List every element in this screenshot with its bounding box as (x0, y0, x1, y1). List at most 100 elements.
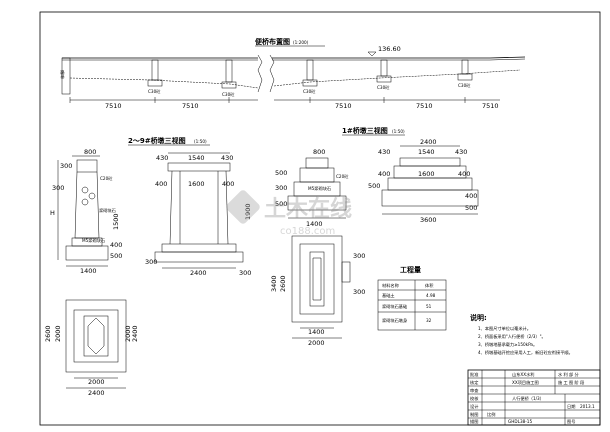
dim-label: 400 (222, 180, 234, 188)
pier-1: C30砼 (147, 59, 163, 94)
pier-label: C30砼 (222, 91, 235, 97)
dim-label: 300 (145, 258, 157, 266)
watermark-url: co188.com (280, 226, 335, 237)
dim-label: 400 (458, 170, 470, 178)
notes-title: 说明: (470, 313, 487, 322)
table-header: 体积 (425, 282, 433, 289)
dim-label: 400 (155, 180, 167, 188)
pier-2: C30砼 (221, 59, 237, 97)
notes: 说明: 1、本图尺寸单位以毫米计。 2、桥面板采用"人行便桥（2/3）"。 3、… (470, 313, 573, 356)
dim-label: 430 (156, 154, 168, 162)
dim-label: 2000 (88, 378, 105, 386)
dim-label: 3400 (270, 275, 278, 292)
project-name: 山东XX水利 (512, 371, 535, 378)
dim-label: 1540 (418, 148, 435, 156)
span-dim: 7510 (482, 102, 499, 110)
span-dim: 7510 (182, 102, 199, 110)
title-row-label: 设计 (470, 403, 478, 410)
pier-1-side-view: 800 C20砼 M5浆砌块石 1400 500 300 500 (275, 148, 349, 228)
dim-label: 2000 (308, 339, 325, 347)
note-item: 4、桥墩基础开挖应采用人工，新旧砼应衔接平顺。 (478, 349, 573, 356)
dim-label: 300 (353, 252, 365, 260)
side-label: M5浆砌块石 (82, 237, 105, 244)
drawing-border (39, 11, 601, 426)
elevation-title: 便桥布置图 (255, 37, 290, 46)
note-item: 2、桥面板采用"人行便桥（2/3）"。 (478, 333, 546, 340)
quantity-table: 工程量 材料名称 体积 基础土 4.98 浆砌块石基础 51 浆砌块石墩身 32 (377, 265, 447, 331)
date-value: 2013.1 (580, 404, 595, 409)
dim-label: 800 (313, 148, 325, 156)
dim-label: 2000 (54, 325, 62, 342)
pier-1-plan-view: 3400 2600 300 300 1400 2000 (270, 235, 365, 347)
dim-label: 400 (110, 241, 122, 249)
date-label: 日期 (567, 404, 575, 410)
pier-1-views: 1#桥墩三视图 (1:50) 800 C20砼 M5浆砌块石 1400 500 … (270, 126, 479, 347)
side-label: 浆砌块石 (99, 207, 116, 214)
title-block: 批准 核定 审查 校核 设计 制图 描图 山东XX水利 XX项目施工图 水 利 … (467, 369, 601, 426)
dim-label: 1600 (418, 170, 435, 178)
table-cell: 浆砌块石基础 (382, 303, 407, 310)
dim-label: H (50, 209, 55, 217)
title-row-label: 批准 (470, 371, 478, 378)
pier-2-9-front-view: 430 1540 430 400 1600 400 2400 300 300 1… (145, 152, 252, 277)
pier-label: C30砼 (458, 82, 471, 88)
dim-label: 430 (378, 148, 390, 156)
dim-label: 430 (455, 148, 467, 156)
project-name: XX项目施工图 (512, 379, 539, 386)
side-label: C20砼 (100, 175, 113, 181)
dim-label: 1540 (188, 154, 205, 162)
drawing-no-label: 图号 (567, 419, 575, 425)
watermark: 土木在线 co188.com (226, 190, 352, 237)
dim-label: 500 (368, 182, 380, 190)
dim-label: 2400 (420, 138, 437, 146)
quantity-table-title: 工程量 (400, 265, 421, 274)
dim-label: 2000 (124, 325, 132, 342)
dim-label: 2600 (279, 275, 287, 292)
side-label: C20砼 (336, 173, 349, 179)
pier-2-9-title: 2～9#桥墩三视图 (128, 136, 186, 145)
dim-label: 1600 (188, 180, 205, 188)
pier-2-9-views: 2～9#桥墩三视图 (1:50) 800 C20砼 浆砌块石 M5浆砌块石 30… (44, 136, 252, 397)
dim-label: 300 (60, 162, 72, 170)
watermark-brand: 土木在线 (264, 196, 352, 222)
title-right-label: 施 工 图 阶 段 (558, 379, 585, 386)
pier-4: C30砼 (376, 59, 392, 90)
elevation-scale: (1:200) (293, 40, 309, 45)
title-row-label: 校核 (470, 395, 479, 402)
dim-label: 500 (275, 200, 287, 208)
dim-label: 300 (353, 288, 365, 296)
pier-3: C30砼 (302, 59, 318, 94)
note-item: 1、本图尺寸单位以毫米计。 (478, 325, 531, 332)
title-right-label: 水 利 部 分 (558, 371, 580, 378)
span-dim: 7510 (416, 102, 433, 110)
dim-label: 2400 (190, 269, 207, 277)
table-cell: 基础土 (382, 292, 395, 299)
dim-label: 1400 (80, 267, 97, 275)
dim-label: 300 (275, 184, 287, 192)
drawing-no: GHDL38-15 (508, 419, 532, 424)
dim-label: 2600 (44, 325, 52, 342)
table-cell: 51 (426, 304, 432, 309)
pier-1-scale: (1:50) (392, 129, 405, 134)
dim-label: 1400 (306, 220, 323, 228)
dim-label: 800 (84, 148, 96, 156)
title-row-label: 核定 (470, 379, 478, 386)
dim-label: 500 (275, 169, 287, 177)
span-dim: 7510 (105, 102, 122, 110)
title-row-label: 审查 (470, 387, 479, 394)
pier-2-9-side-view: 800 C20砼 浆砌块石 M5浆砌块石 300 H 1400 300 500 … (50, 148, 122, 275)
table-header: 材料名称 (382, 282, 399, 289)
dim-label: 500 (465, 204, 477, 212)
pier-2-9-scale: (1:50) (194, 139, 207, 144)
table-cell: 32 (426, 318, 432, 323)
pier-2-9-plan-view: 2600 2000 2400 2000 2000 2400 (44, 299, 139, 397)
dim-label: 1500 (112, 213, 120, 230)
pier-1-front-view: 2400 430 1540 430 400 1600 400 500 400 5… (368, 138, 479, 224)
pier-label: C30砼 (377, 84, 390, 90)
title-row-label: 描图 (470, 418, 478, 425)
dim-label: 400 (465, 192, 477, 200)
dim-label: 1900 (244, 203, 252, 220)
water-level-label: 136.60 (378, 45, 401, 53)
dim-label: 430 (221, 154, 233, 162)
